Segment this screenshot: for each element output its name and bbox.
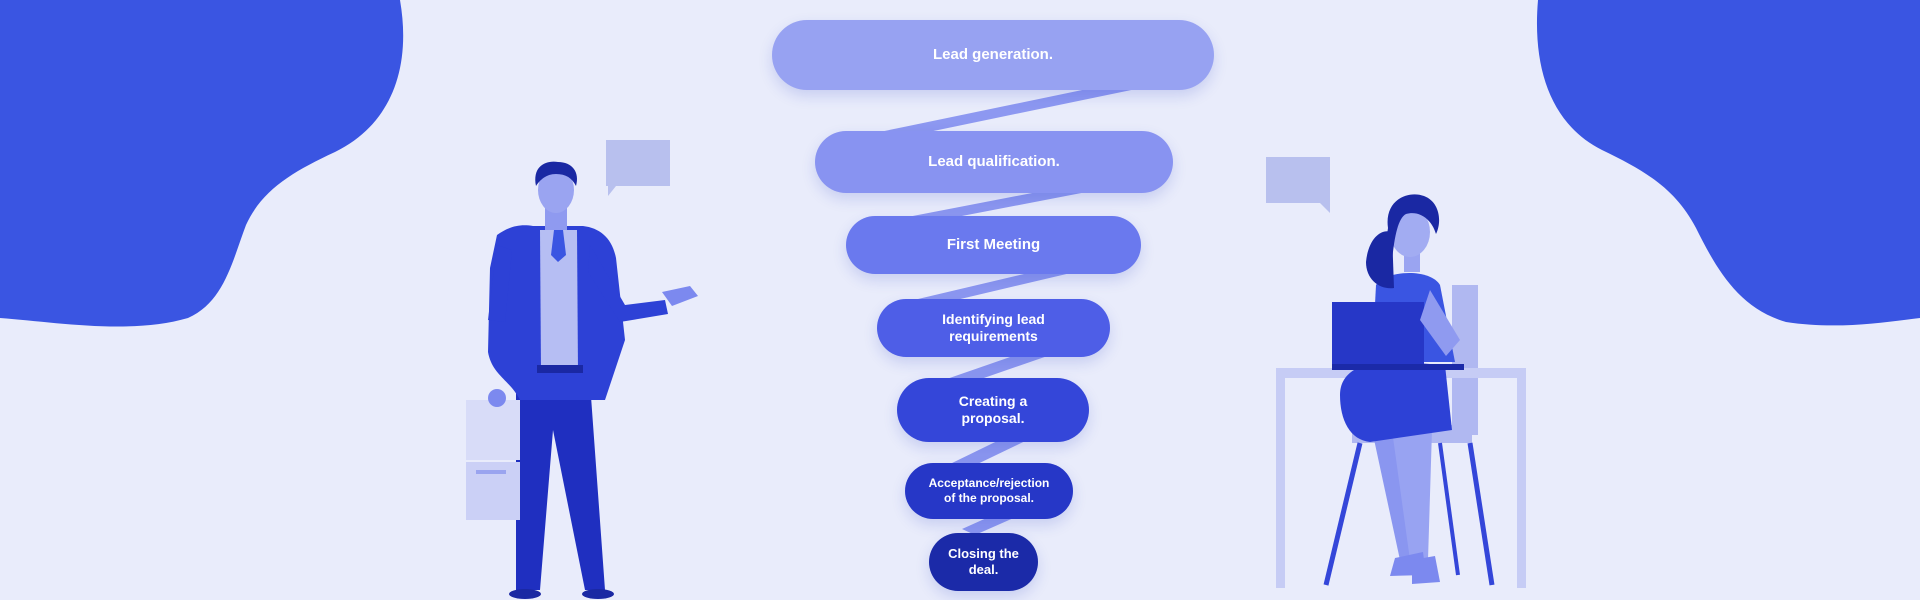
funnel-stage-label: Acceptance/rejection of the proposal. bbox=[928, 476, 1050, 505]
funnel-stage-7: Closing the deal. bbox=[929, 533, 1038, 591]
funnel-stage-6: Acceptance/rejection of the proposal. bbox=[905, 463, 1073, 519]
funnel-stage-3: First Meeting bbox=[846, 216, 1141, 274]
businessman-illustration bbox=[466, 161, 698, 599]
funnel-stage-label: Creating a proposal. bbox=[958, 392, 1028, 426]
funnel-stage-label: Lead generation. bbox=[932, 45, 1054, 63]
funnel-stage-label: Closing the deal. bbox=[948, 546, 1019, 577]
funnel-stage-label: First Meeting bbox=[946, 235, 1041, 253]
funnel-stage-label: Lead qualification. bbox=[928, 152, 1060, 170]
left-corner-blob bbox=[0, 0, 404, 327]
speech-bubble-left-icon bbox=[606, 140, 670, 196]
woman-at-desk-illustration bbox=[1276, 194, 1526, 588]
funnel-stage-4: Identifying lead requirements bbox=[877, 299, 1110, 357]
funnel-stage-label: Identifying lead requirements bbox=[942, 310, 1045, 344]
funnel-stage-5: Creating a proposal. bbox=[897, 378, 1089, 442]
funnel-stage-2: Lead qualification. bbox=[815, 131, 1173, 193]
speech-bubble-right-icon bbox=[1266, 157, 1330, 213]
right-corner-blob bbox=[1536, 0, 1920, 326]
funnel-stage-1: Lead generation. bbox=[772, 20, 1214, 90]
